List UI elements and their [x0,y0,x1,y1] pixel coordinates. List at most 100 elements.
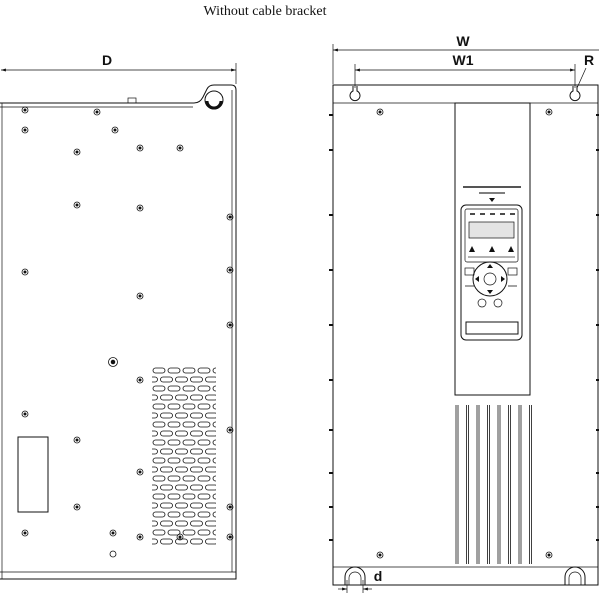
screw [73,201,81,209]
vent-slot [182,475,196,482]
screw-ring [176,533,184,541]
hole-label: d [374,568,383,584]
keypad-center-button [483,272,497,286]
side-view: D [0,52,237,580]
vent-slot [152,484,158,491]
screw [226,426,234,434]
vent-slot [167,403,181,410]
front-cover-panel [454,102,531,396]
vent-slot [160,484,173,491]
screw [545,108,553,116]
screw [226,321,234,329]
vent-slot [221,413,233,418]
vent-slot [138,494,150,499]
vent-slot [138,458,150,463]
screw-head [228,428,232,432]
depth-dimension: D [1,52,237,84]
vent-slot [152,376,158,383]
screw-ring [73,201,81,209]
open-hole [109,550,117,558]
vent-slot [221,521,233,526]
vent-slot [205,412,216,419]
vent-slot [197,457,211,464]
front-screw-set [376,108,553,559]
nav-right-arrow-icon [501,276,505,282]
vent-slot [152,367,166,374]
screw [226,266,234,274]
vent-slot [175,430,188,437]
vent-slot [152,385,166,392]
vent-slot [205,430,216,437]
keypad-slot [465,321,519,335]
side-housing-outline [0,84,237,580]
screw-head [23,270,27,274]
screw-ring [226,533,234,541]
screw-head [23,128,27,132]
screw [73,503,81,511]
side-top-tab [127,97,137,104]
vent-slot [190,448,203,455]
screw-ring [21,126,29,134]
vent-slot [221,467,233,472]
vent-slot [167,421,181,428]
screw [93,108,101,116]
screw-ring [226,426,234,434]
screw-head [110,359,116,365]
width-dimension: W [332,33,599,84]
screw-head [23,531,27,535]
vent-slot [197,385,211,392]
vent-slot [182,511,196,518]
screw-ring [545,108,553,116]
vent-slot [212,421,216,428]
screw-head [228,323,232,327]
keypad-right-button [507,267,518,276]
vent-slot [190,484,203,491]
nav-up-arrow-icon [487,264,493,268]
screw-head [547,110,551,114]
vent-slot [160,412,173,419]
screw-head [547,553,551,557]
vent-slot [205,376,216,383]
heatsink-fins [455,405,532,564]
vent-slot [138,440,150,445]
screw-ring [108,357,118,367]
screw-ring [136,468,144,476]
keypad-left-button [464,267,475,276]
vent-slot [138,368,150,373]
screw [176,144,184,152]
vent-slot [221,431,233,436]
screw-head [75,438,79,442]
screw-ring [136,292,144,300]
screw [73,148,81,156]
vent-slot [152,457,166,464]
vent-slot [167,367,181,374]
screw-ring [73,148,81,156]
vent-slot [197,493,211,500]
vent-slot [160,466,173,473]
keypad-frame [460,204,523,341]
vent-slot [212,529,216,536]
vent-slot [138,386,150,391]
vent-slot [197,367,211,374]
vent-slot [190,376,203,383]
vent-slot [182,457,196,464]
vent-slot [212,457,216,464]
side-vent-grille [138,367,233,545]
bottom-left-notch-inner [348,571,362,585]
vent-slot [152,421,166,428]
vent-slot [138,512,150,517]
vent-slot [167,493,181,500]
vent-slot [197,439,211,446]
vent-slot [152,502,158,509]
vent-slot [175,538,188,545]
vent-slot [152,493,166,500]
keypad-lcd-screen [468,221,515,239]
bottom-left-mounting-notch [344,566,366,585]
vent-slot [205,484,216,491]
vent-slot [175,502,188,509]
screw-ring [21,268,29,276]
vent-slot [205,502,216,509]
vent-slot [160,448,173,455]
vent-slot [197,529,211,536]
screw-ring [226,266,234,274]
